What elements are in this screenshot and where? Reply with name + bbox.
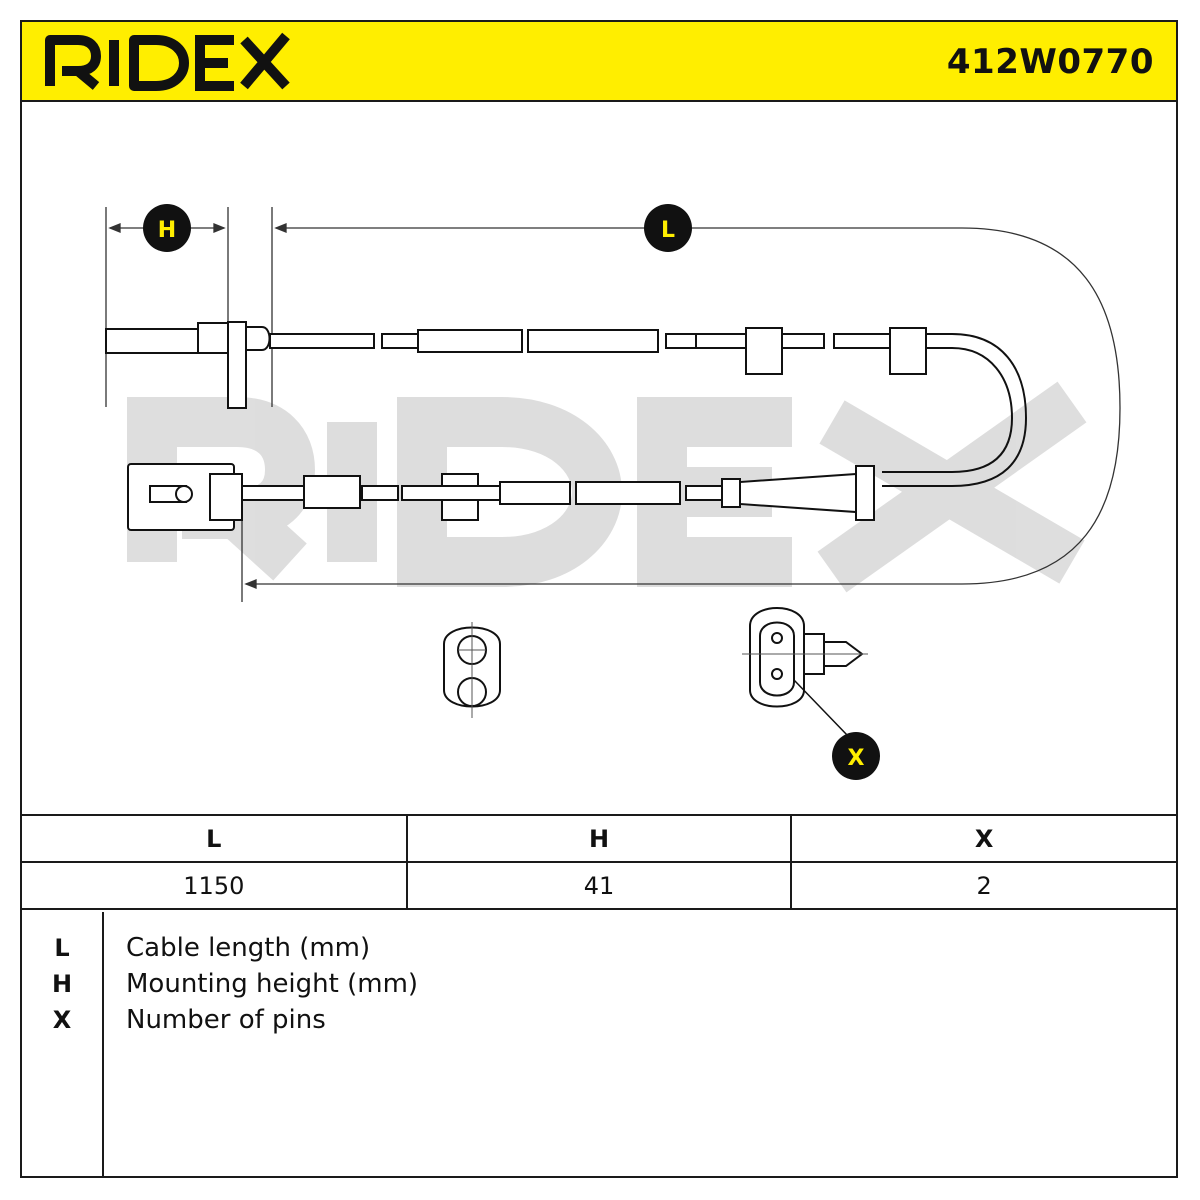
legend-text-h: Mounting height (mm) — [126, 969, 419, 999]
connector-plug — [127, 463, 243, 531]
upper-cable — [269, 327, 1027, 419]
legend-row-x: X Number of pins — [22, 1002, 1176, 1038]
l-dimension — [241, 207, 1121, 602]
legend: L Cable length (mm) H Mounting height (m… — [22, 912, 1176, 1178]
header-bar: 412W0770 — [22, 22, 1176, 102]
x-callout-badge — [832, 732, 880, 780]
part-number: 412W0770 — [946, 42, 1154, 82]
legend-key-x: X — [52, 1006, 72, 1034]
x-callout-label: X — [848, 746, 865, 771]
legend-key-l: L — [54, 934, 70, 962]
spec-table: L H X 1150 41 2 — [22, 814, 1176, 910]
sensor-end-view — [443, 622, 501, 718]
l-callout-badge — [644, 204, 692, 252]
sensor-cable-drawing: H L — [105, 204, 1121, 780]
spec-header-h: H — [405, 814, 793, 863]
spec-header-l: L — [22, 814, 408, 863]
l-callout-label: L — [661, 218, 675, 243]
lower-cable — [241, 465, 875, 521]
sensor-head — [105, 321, 271, 409]
technical-drawing: H L — [22, 102, 1176, 814]
spec-header-row: L H X — [22, 814, 1176, 863]
legend-row-l: L Cable length (mm) — [22, 930, 1176, 966]
spec-value-h: 41 — [405, 861, 793, 910]
product-sheet: 412W0770 H — [20, 20, 1178, 1178]
h-callout-badge — [143, 204, 191, 252]
h-callout-label: H — [158, 218, 176, 243]
ridex-logo — [45, 32, 290, 91]
connector-end-view — [742, 607, 868, 708]
spec-header-x: X — [790, 814, 1176, 863]
spec-value-row: 1150 41 2 — [22, 861, 1176, 910]
legend-text-l: Cable length (mm) — [126, 933, 371, 963]
legend-row-h: H Mounting height (mm) — [22, 966, 1176, 1002]
x-leader-line — [793, 679, 849, 737]
spec-value-x: 2 — [790, 861, 1176, 910]
legend-divider — [102, 912, 104, 1178]
spec-value-l: 1150 — [22, 861, 408, 910]
legend-key-h: H — [51, 970, 73, 998]
legend-text-x: Number of pins — [126, 1005, 326, 1035]
cable-loop — [882, 417, 1027, 487]
